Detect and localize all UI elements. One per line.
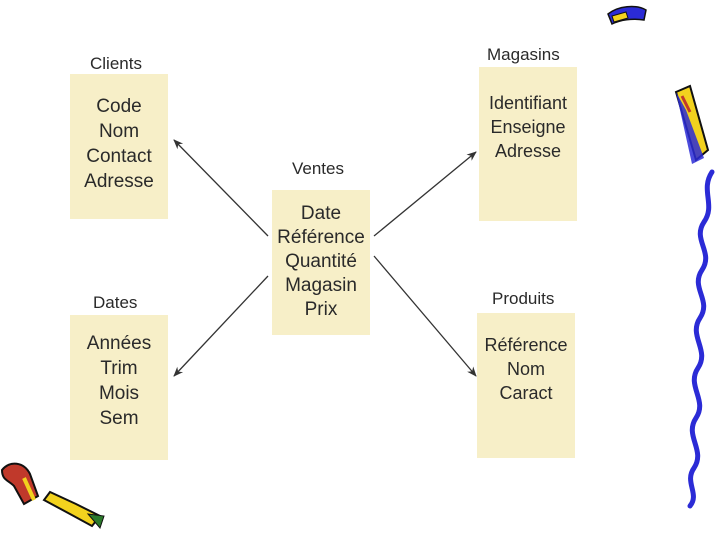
ventes-field: Référence <box>277 227 365 248</box>
arrow-ventes-to-magasins <box>373 151 477 237</box>
pencil-clipart-icon <box>674 84 710 164</box>
produits-box: Référence Nom Caract <box>477 313 575 458</box>
arrow-ventes-to-clients <box>173 139 269 237</box>
magasins-field: Adresse <box>494 141 562 161</box>
produits-field: Nom <box>506 359 545 379</box>
dates-field: Trim <box>100 358 138 379</box>
arrow-ventes-to-dates <box>173 275 269 377</box>
produits-field: Référence <box>484 335 568 355</box>
dates-field: Mois <box>98 383 140 404</box>
produits-field: Caract <box>499 383 553 403</box>
ventes-field: Prix <box>304 299 338 320</box>
dates-field: Sem <box>99 408 139 429</box>
dates-box: Années Trim Mois Sem <box>70 315 168 460</box>
ventes-field: Date <box>300 203 342 224</box>
magasins-field: Identifiant <box>488 93 568 113</box>
squiggle-line-icon <box>687 169 715 509</box>
clients-field: Code <box>96 96 142 117</box>
ventes-field: Magasin <box>285 275 357 296</box>
ventes-title: Ventes <box>292 159 344 178</box>
pencil-bottom-left-icon <box>0 462 105 529</box>
dates-title: Dates <box>93 293 138 312</box>
magasins-box: Identifiant Enseigne Adresse <box>479 67 577 221</box>
ventes-box: Date Référence Quantité Magasin Prix <box>272 190 370 335</box>
magasins-title: Magasins <box>487 45 560 64</box>
arrow-ventes-to-produits <box>373 255 477 377</box>
clients-field: Contact <box>86 146 152 167</box>
dates-field: Années <box>86 333 152 354</box>
pen-clipart-icon <box>607 5 647 26</box>
clients-field: Adresse <box>84 171 154 192</box>
clients-field: Nom <box>98 121 140 142</box>
magasins-field: Enseigne <box>490 117 566 137</box>
clients-box: Code Nom Contact Adresse <box>70 74 168 219</box>
produits-title: Produits <box>492 289 555 308</box>
ventes-field: Quantité <box>285 251 357 272</box>
clients-title: Clients <box>90 54 142 73</box>
